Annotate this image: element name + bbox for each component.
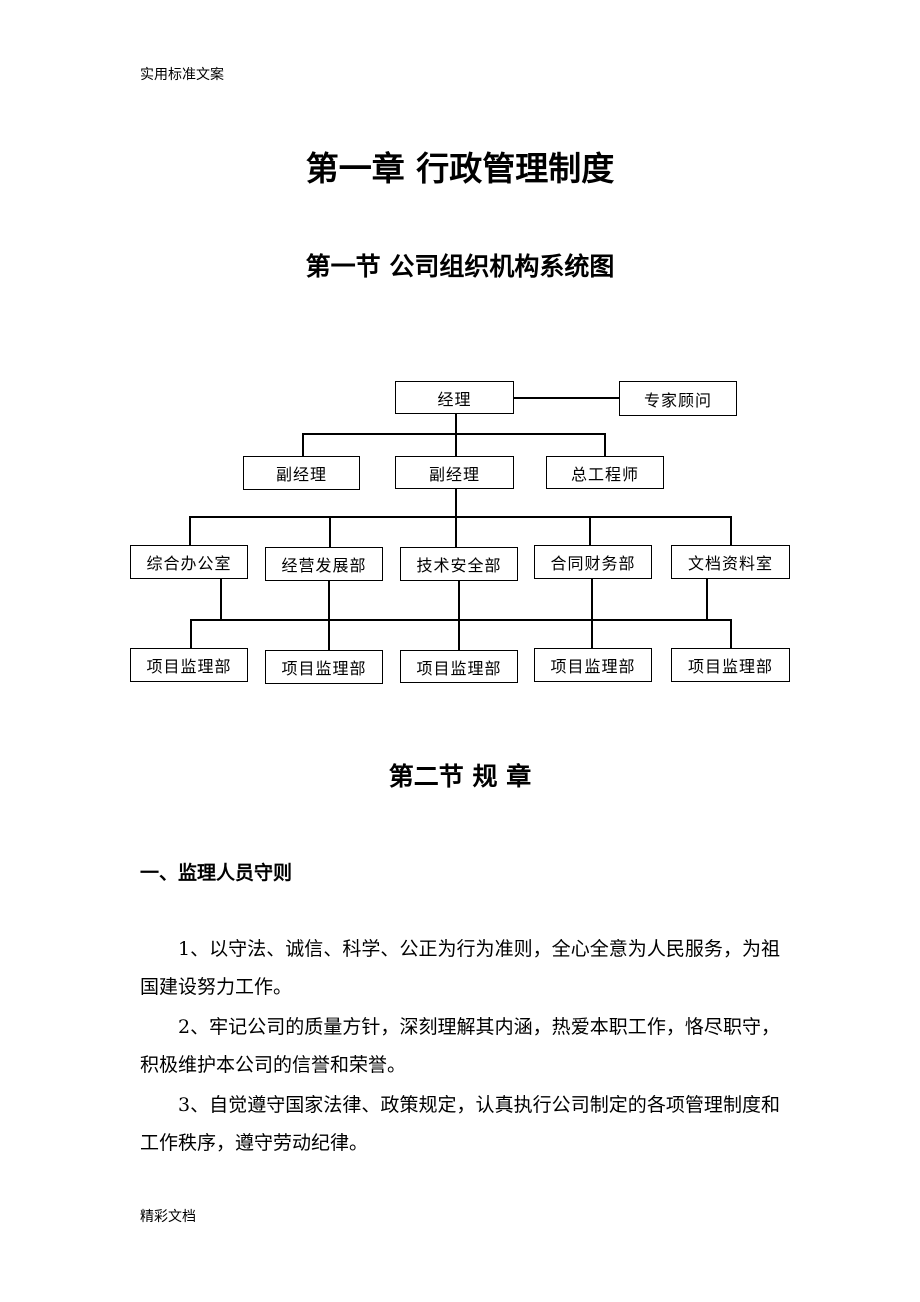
connector-level3-rise-3 bbox=[458, 580, 460, 620]
chapter-title: 第一章 行政管理制度 bbox=[305, 149, 615, 188]
org-node-level4-1: 项目监理部 bbox=[130, 648, 248, 682]
paragraph-rule-2: 2、牢记公司的质量方针，深刻理解其内涵，热爱本职工作，恪尽职守，积极维护本公司的… bbox=[140, 1016, 780, 1076]
connector-level4-drop-1 bbox=[190, 619, 192, 649]
connector-manager-advisor bbox=[514, 397, 620, 399]
connector-level3-drop-1 bbox=[189, 516, 191, 546]
section-title-org-chart: 第一节 公司组织机构系统图 bbox=[305, 252, 615, 281]
connector-level4-drop-5 bbox=[730, 619, 732, 649]
paragraph-rule-1: 1、以守法、诚信、科学、公正为行为准则，全心全意为人民服务，为祖国建设努力工作。 bbox=[140, 938, 780, 998]
connector-level4-drop-2 bbox=[328, 619, 330, 651]
connector-level3-drop-4 bbox=[589, 516, 591, 546]
org-node-level3-1: 综合办公室 bbox=[130, 545, 248, 579]
connector-level3-rise-5 bbox=[706, 578, 708, 620]
page-header-note: 实用标准文案 bbox=[140, 67, 224, 83]
org-node-level4-3: 项目监理部 bbox=[400, 650, 518, 683]
connector-level3-bus bbox=[189, 516, 731, 518]
connector-level3-rise-4 bbox=[591, 578, 593, 620]
connector-level2-center-down bbox=[455, 488, 457, 548]
connector-level3-rise-2 bbox=[328, 580, 330, 620]
org-node-level4-4: 项目监理部 bbox=[534, 648, 652, 682]
section-title-regulations: 第二节 规 章 bbox=[388, 762, 532, 791]
org-node-level3-4: 合同财务部 bbox=[534, 545, 652, 579]
org-node-level2-1: 副经理 bbox=[243, 456, 360, 490]
org-node-level4-5: 项目监理部 bbox=[671, 648, 790, 682]
connector-level2-drop-3 bbox=[604, 433, 606, 457]
connector-level2-bus bbox=[302, 433, 605, 435]
org-node-advisor: 专家顾问 bbox=[619, 381, 737, 416]
org-node-level4-2: 项目监理部 bbox=[265, 650, 383, 684]
connector-level4-bus bbox=[190, 619, 731, 621]
connector-level3-rise-1 bbox=[220, 578, 222, 620]
connector-level3-drop-2 bbox=[329, 516, 331, 548]
org-node-level3-3: 技术安全部 bbox=[400, 547, 518, 581]
subsection-heading: 一、监理人员守则 bbox=[140, 862, 293, 884]
page-footer-note: 精彩文档 bbox=[140, 1209, 196, 1225]
connector-level2-drop-1 bbox=[302, 433, 304, 457]
connector-level4-drop-4 bbox=[591, 619, 593, 649]
connector-manager-down bbox=[455, 413, 457, 457]
connector-level4-drop-3 bbox=[458, 619, 460, 651]
org-node-level2-2: 副经理 bbox=[395, 456, 514, 489]
org-node-level3-5: 文档资料室 bbox=[671, 545, 790, 579]
connector-level3-drop-5 bbox=[730, 516, 732, 546]
org-node-manager: 经理 bbox=[395, 381, 514, 414]
org-node-level3-2: 经营发展部 bbox=[265, 547, 383, 581]
org-node-level2-3: 总工程师 bbox=[546, 456, 664, 489]
paragraph-rule-3: 3、自觉遵守国家法律、政策规定，认真执行公司制定的各项管理制度和工作秩序，遵守劳… bbox=[140, 1094, 780, 1154]
